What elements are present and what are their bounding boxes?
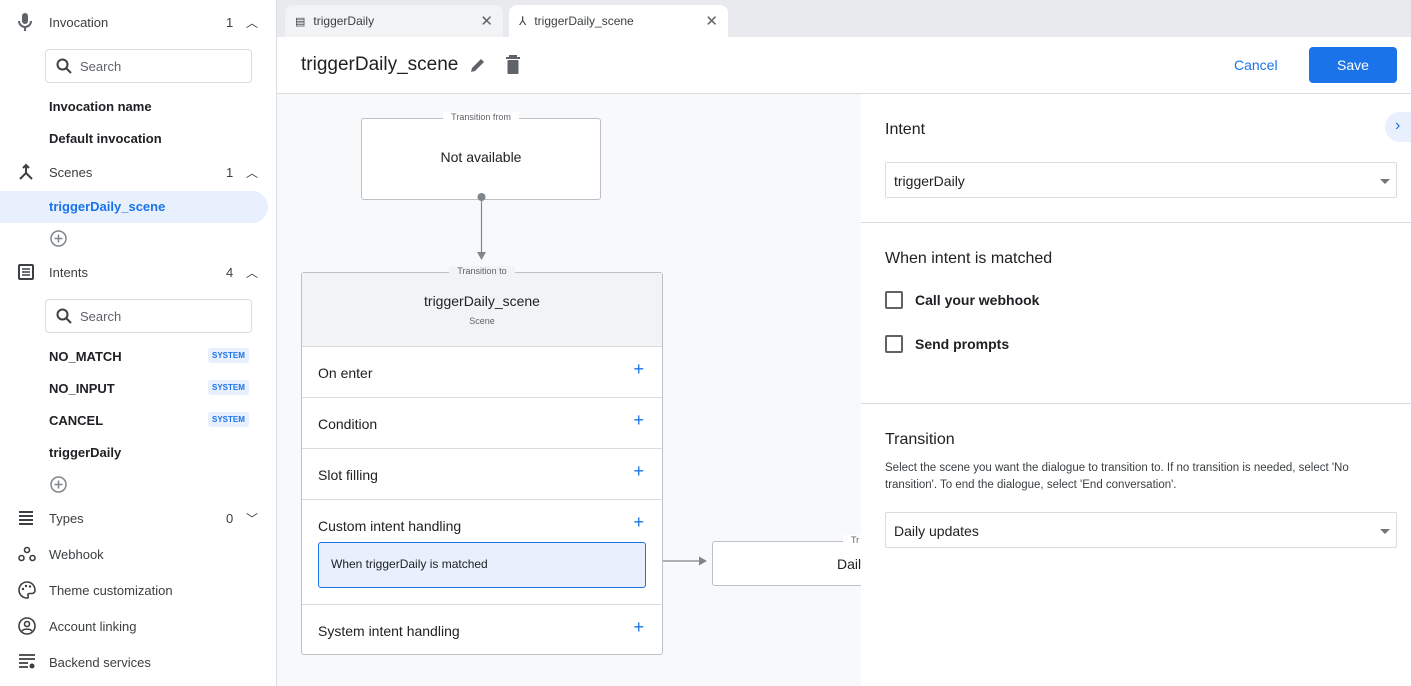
cancel-button[interactable]: Cancel	[1234, 57, 1278, 73]
sidebar-item-intent[interactable]: CANCEL	[49, 413, 104, 428]
close-icon[interactable]: ✕	[480, 13, 493, 30]
intent-section: Intent triggerDaily	[861, 94, 1411, 223]
intent-handler-item[interactable]: When triggerDaily is matched	[318, 542, 646, 588]
sidebar: Invocation 1 ︿ Search Invocation name De…	[0, 0, 277, 686]
scene-merge-icon	[0, 163, 49, 181]
backend-settings-icon	[0, 654, 49, 670]
transition-section: Transition Select the scene you want the…	[861, 404, 1411, 686]
intent-icon: ▤	[295, 15, 306, 28]
sidebar-section-types[interactable]: Types 0 ﹀	[0, 500, 276, 536]
sidebar-item-default-invocation[interactable]: Default invocation	[49, 131, 162, 146]
node-legend: Transition from	[443, 112, 519, 122]
system-badge: SYSTEM	[208, 348, 249, 363]
transition-target-node[interactable]: Tr Dail	[712, 535, 861, 586]
chevron-up-icon[interactable]: ︿	[246, 165, 259, 180]
node-legend: Transition to	[449, 266, 515, 276]
intents-list-icon	[0, 264, 49, 280]
dropdown-arrow-icon	[1380, 529, 1390, 534]
sidebar-item-intent[interactable]: NO_INPUT	[49, 381, 115, 396]
intent-handler-panel: › Intent triggerDaily When intent is mat…	[861, 94, 1411, 686]
sidebar-item-scene[interactable]: triggerDaily_scene	[0, 191, 268, 223]
scene-canvas: Transition from Not available Transition…	[277, 94, 861, 686]
when-matched-section: When intent is matched Call your webhook…	[861, 223, 1411, 404]
row-system-intent-handling[interactable]: System intent handling+	[302, 604, 662, 655]
add-icon[interactable]: +	[633, 617, 644, 637]
sidebar-section-invocation[interactable]: Invocation 1 ︿	[0, 4, 276, 40]
node-text: Dail	[837, 556, 861, 572]
sidebar-item-account-linking[interactable]: Account linking	[0, 608, 276, 644]
row-on-enter[interactable]: On enter+	[302, 346, 662, 397]
intents-search-input[interactable]: Search	[45, 299, 252, 333]
add-icon[interactable]: +	[633, 359, 644, 379]
search-icon	[56, 308, 72, 324]
transition-select[interactable]: Daily updates	[885, 512, 1397, 548]
system-badge: SYSTEM	[208, 380, 249, 395]
node-text: Not available	[440, 149, 522, 165]
sidebar-item-intent[interactable]: triggerDaily	[49, 445, 122, 460]
sidebar-item-theme[interactable]: Theme customization	[0, 572, 276, 608]
webhook-icon	[0, 546, 49, 562]
add-scene-icon[interactable]	[50, 230, 67, 247]
microphone-icon	[0, 12, 49, 32]
sidebar-item-intent[interactable]: NO_MATCH	[49, 349, 122, 364]
add-icon[interactable]: +	[633, 410, 644, 430]
chevron-up-icon[interactable]: ︿	[246, 15, 259, 30]
types-icon	[0, 511, 49, 525]
delete-trash-icon[interactable]	[505, 55, 521, 75]
row-condition[interactable]: Condition+	[302, 397, 662, 448]
row-custom-intent-handling[interactable]: Custom intent handling+ When triggerDail…	[302, 499, 662, 604]
sidebar-item-backend-services[interactable]: Backend services	[0, 644, 276, 680]
add-intent-icon[interactable]	[50, 476, 67, 493]
account-circle-icon	[0, 617, 49, 635]
scene-name: triggerDaily_scene	[424, 293, 540, 309]
page-title: triggerDaily_scene	[301, 54, 459, 75]
chevron-up-icon[interactable]: ︿	[246, 265, 259, 280]
intent-select[interactable]: triggerDaily	[885, 162, 1397, 198]
scene-icon: ⅄	[519, 14, 527, 28]
call-webhook-checkbox[interactable]: Call your webhook	[885, 291, 1039, 309]
tab-triggerdaily-scene[interactable]: ⅄ triggerDaily_scene ✕	[509, 5, 728, 37]
save-button[interactable]: Save	[1309, 47, 1397, 83]
sidebar-section-scenes[interactable]: Scenes 1 ︿	[0, 154, 276, 190]
system-badge: SYSTEM	[208, 412, 249, 427]
add-icon[interactable]: +	[633, 461, 644, 481]
close-icon[interactable]: ✕	[705, 13, 718, 30]
dropdown-arrow-icon	[1380, 179, 1390, 184]
palette-icon	[0, 581, 49, 599]
tab-bar: ▤ triggerDaily ✕ ⅄ triggerDaily_scene ✕	[277, 0, 1411, 37]
sidebar-section-intents[interactable]: Intents 4 ︿	[0, 254, 276, 290]
row-slot-filling[interactable]: Slot filling+	[302, 448, 662, 499]
transition-from-node: Transition from Not available	[361, 112, 601, 200]
invocation-search-input[interactable]: Search	[45, 49, 252, 83]
sidebar-item-invocation-name[interactable]: Invocation name	[49, 99, 152, 114]
sidebar-item-webhook[interactable]: Webhook	[0, 536, 276, 572]
add-icon[interactable]: +	[633, 512, 644, 532]
scene-card: Transition to triggerDaily_scene Scene O…	[301, 266, 663, 655]
search-icon	[56, 58, 72, 74]
page-header: triggerDaily_scene Cancel Save	[277, 37, 1411, 94]
transition-description: Select the scene you want the dialogue t…	[885, 462, 1349, 491]
chevron-down-icon[interactable]: ﹀	[246, 511, 259, 526]
collapse-panel-chevron-icon[interactable]: ›	[1385, 112, 1411, 142]
scene-subtitle: Scene	[469, 316, 495, 326]
tab-triggerdaily[interactable]: ▤ triggerDaily ✕	[285, 5, 503, 37]
edit-pencil-icon[interactable]	[469, 56, 487, 74]
send-prompts-checkbox[interactable]: Send prompts	[885, 335, 1009, 353]
